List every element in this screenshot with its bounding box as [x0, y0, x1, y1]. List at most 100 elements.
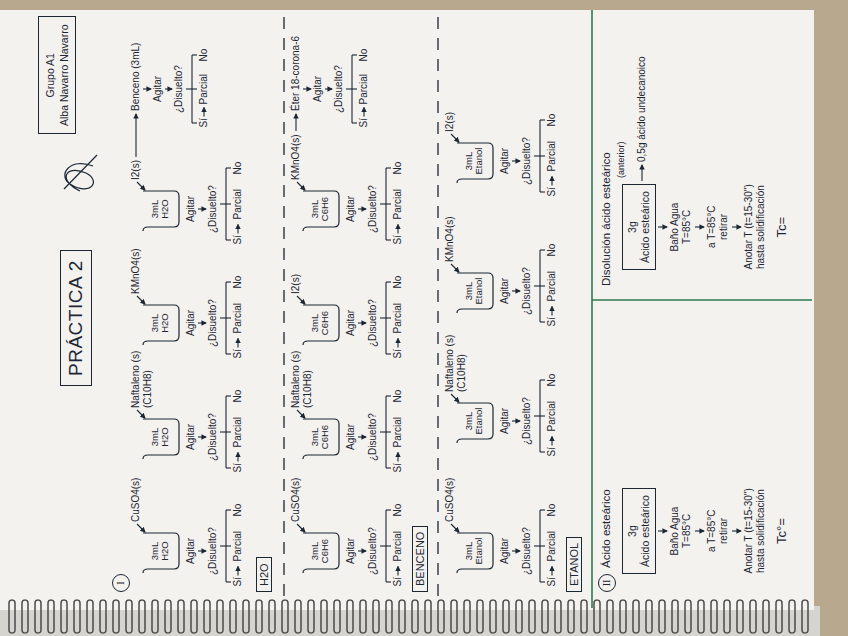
answer-label: No — [392, 276, 404, 289]
node-text: 3mL H2O — [150, 306, 171, 340]
flow-line — [534, 545, 540, 546]
flow-arrow — [397, 225, 398, 234]
flow-arrow — [363, 108, 364, 117]
node-text: Alba Navarro Navarro — [57, 24, 71, 126]
answer-label: Sí — [546, 317, 558, 326]
flow-arrow — [695, 530, 704, 531]
flow-arrow — [237, 567, 238, 576]
flow-line — [386, 239, 391, 240]
step-label: Agitar — [499, 278, 511, 304]
beaker-node: 3mL C6H6 — [300, 528, 340, 574]
answer-label: Parcial — [198, 74, 210, 105]
dashed-separator — [437, 14, 438, 596]
flow-line — [226, 353, 231, 354]
flow-line — [220, 203, 226, 204]
flow-line — [220, 317, 226, 318]
step-label: Baño Agua — [669, 507, 681, 556]
flow-arrow — [451, 524, 459, 532]
flow-line — [386, 317, 391, 318]
flow-arrow — [451, 134, 459, 142]
flow-line — [226, 167, 231, 168]
flow-line — [386, 395, 391, 396]
answer-label: No — [546, 244, 558, 257]
node-text: 3g — [626, 191, 639, 263]
flow-line — [226, 395, 231, 396]
answer-label: Parcial — [392, 417, 404, 448]
step-label: Agitar — [185, 424, 197, 450]
flow-arrow — [297, 524, 305, 532]
reagent-label: Naftaleno (s) (C10H8) — [130, 350, 154, 408]
flow-arrow — [358, 322, 366, 323]
beaker-node: 3mL H2O — [140, 300, 180, 346]
answer-label: No — [198, 49, 210, 62]
flow-line — [346, 88, 352, 89]
flow-line — [540, 415, 545, 416]
answer-label: Parcial — [392, 189, 404, 220]
flow-line — [540, 285, 545, 286]
question-label: ¿Disuelto? — [207, 413, 219, 461]
spiral-binding — [6, 596, 812, 636]
node-text: Ácido esteárico — [639, 191, 652, 263]
flow-line — [352, 122, 357, 123]
beaker-node: 3mL H2O — [140, 414, 180, 460]
flow-arrow — [237, 339, 238, 348]
flow-line — [540, 581, 545, 582]
flow-arrow — [198, 322, 206, 323]
step-label: T=85°C — [681, 210, 693, 244]
question-label: ¿Disuelto? — [521, 137, 533, 185]
question-label: ¿Disuelto? — [521, 397, 533, 445]
title-box: PRÁCTICA 2 — [60, 250, 92, 386]
flow-arrow — [198, 208, 206, 209]
answer-label: Sí — [546, 187, 558, 196]
flow-arrow — [303, 88, 311, 89]
flow-arrow — [137, 524, 145, 532]
flow-line — [386, 509, 391, 510]
flow-line — [220, 431, 226, 432]
question-label: ¿Disuelto? — [173, 65, 185, 113]
flow-line — [540, 451, 545, 452]
flow-arrow — [358, 436, 366, 437]
node-text: 3mL Etanol — [464, 404, 485, 438]
answer-label: Parcial — [392, 531, 404, 562]
node-text: 3mL C6H6 — [310, 192, 331, 226]
answer-label: Parcial — [232, 531, 244, 562]
flow-arrow — [512, 550, 520, 551]
flow-line — [226, 203, 231, 204]
question-label: ¿Disuelto? — [521, 527, 533, 575]
flow-line — [226, 431, 231, 432]
flow-arrow — [551, 177, 552, 186]
flow-arrow — [297, 296, 305, 304]
flow-arrow — [325, 88, 332, 89]
node-text: 3mL C6H6 — [310, 534, 331, 568]
flow-arrow — [658, 226, 667, 227]
node-text: II — [599, 575, 614, 591]
flow-line — [386, 167, 391, 168]
answer-label: No — [546, 374, 558, 387]
flow-line — [192, 88, 197, 89]
green-separator — [592, 299, 812, 301]
node-text: 3mL Etanol — [464, 274, 485, 308]
step-label: Agitar — [185, 538, 197, 564]
result-label: Tc°= — [774, 518, 790, 544]
answer-label: Parcial — [358, 74, 370, 105]
flow-arrow — [297, 410, 305, 418]
answer-label: Parcial — [546, 401, 558, 432]
reagent-label: Éter 18-corona-6 — [290, 36, 302, 111]
node-text: Ácido esteárico — [639, 495, 652, 567]
answer-label: Sí — [546, 577, 558, 586]
step-label: Agitar — [345, 196, 357, 222]
reagent-label: CuSO4(s) — [130, 478, 142, 522]
answer-label: Parcial — [232, 417, 244, 448]
answer-label: No — [546, 114, 558, 127]
question-label: ¿Disuelto? — [207, 185, 219, 233]
node-text: 3mL C6H6 — [310, 420, 331, 454]
reagent-label: KMnO4(s) — [290, 134, 302, 180]
flow-line — [540, 379, 545, 380]
flow-line — [386, 545, 391, 546]
step-label: Anotar T (t=15-30'') — [743, 488, 755, 573]
step-label: Agitar — [152, 76, 164, 102]
node-text: I — [113, 575, 128, 591]
step-label: hasta solidificación — [755, 489, 767, 573]
green-separator — [591, 10, 593, 608]
flow-arrow — [512, 160, 520, 161]
